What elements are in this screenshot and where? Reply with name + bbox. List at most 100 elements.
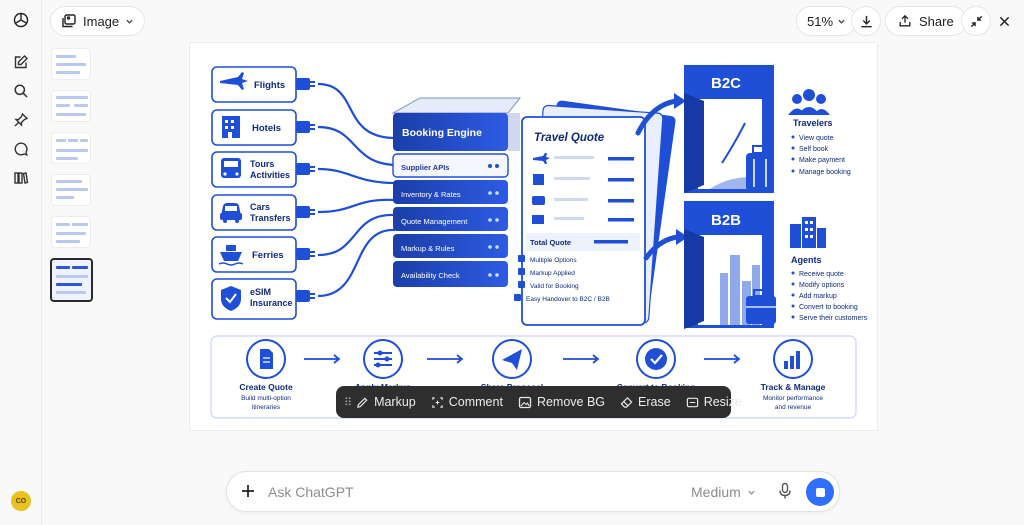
avatar[interactable]: CO	[11, 491, 31, 511]
close-button[interactable]	[989, 6, 1019, 36]
thumbnail-4[interactable]	[51, 174, 91, 206]
source-card-5: eSIM Insurance	[211, 278, 315, 320]
source-label-5b: Insurance	[250, 298, 293, 308]
thumbnail-1[interactable]	[51, 48, 91, 80]
share-label: Share	[919, 13, 954, 29]
quote-title: Travel Quote	[534, 132, 605, 144]
source-label-0: Flights	[254, 80, 285, 91]
resize-label: Resize	[703, 395, 742, 409]
comment-select-icon	[432, 396, 443, 408]
image-remove-icon	[518, 396, 532, 408]
erase-button[interactable]: Erase	[620, 395, 671, 409]
b2c-item-0: View quote	[799, 135, 834, 142]
chevron-down-icon	[838, 19, 845, 24]
b2b-portal: B2B	[684, 201, 776, 329]
b2c-title: Travelers	[793, 118, 833, 128]
erase-label: Erase	[638, 395, 671, 409]
microphone-icon[interactable]	[778, 482, 792, 500]
model-selector[interactable]: Medium	[691, 484, 756, 500]
b2c-label: B2C	[711, 75, 741, 92]
booking-engine-server: Booking Engine Supplier APIs Inventory &…	[391, 97, 522, 287]
quote-check-1: Markup Applied	[530, 270, 575, 277]
b2c-portal: B2C	[684, 65, 774, 193]
b2b-item-0: Receive quote	[799, 271, 844, 278]
chat-bubble-icon[interactable]	[11, 139, 31, 159]
workflow-step-4: Track & Manage Monitor performance and r…	[761, 339, 826, 411]
paper-plane-icon	[502, 349, 522, 370]
step-sub1-4: Monitor performance	[763, 395, 823, 402]
step-title-4: Track & Manage	[761, 382, 826, 392]
travelers-block: Travelers View quote Self book Make paym…	[788, 89, 851, 176]
agents-block: Agents Receive quote Modify options Add …	[790, 217, 868, 322]
engine-layer-2: Quote Management	[401, 217, 468, 226]
model-label: Medium	[691, 484, 741, 500]
share-button[interactable]: Share	[885, 6, 967, 36]
plus-icon[interactable]	[239, 482, 257, 500]
comment-button[interactable]: Comment	[431, 395, 503, 409]
stop-generation-button[interactable]	[806, 478, 834, 506]
thumbnail-2[interactable]	[51, 90, 91, 122]
pin-icon[interactable]	[11, 110, 31, 130]
bar-chart-icon	[784, 351, 800, 369]
shield-icon	[221, 286, 241, 311]
quote-total-label: Total Quote	[530, 238, 571, 247]
source-card-4: Ferries	[211, 236, 315, 273]
step-sub1-0: Build multi-option	[241, 395, 291, 402]
travel-quote-document: Travel Quote Total Quote Multiple Option…	[514, 100, 676, 326]
resize-button[interactable]: Resize	[686, 395, 742, 409]
engine-layer-0: Supplier APIs	[401, 163, 449, 172]
stop-icon	[815, 487, 825, 497]
quote-check-0: Multiple Options	[530, 257, 577, 264]
source-label-2: Tours	[250, 159, 274, 169]
eraser-icon	[620, 396, 633, 408]
prompt-input[interactable]: Ask ChatGPT	[268, 484, 354, 500]
b2b-item-1: Modify options	[799, 282, 845, 289]
prompt-composer: Ask ChatGPT Medium	[226, 471, 840, 512]
zoom-dropdown[interactable]: 51%	[796, 6, 858, 36]
share-icon	[899, 14, 911, 27]
quote-check-3: Easy Handover to B2C / B2B	[526, 296, 610, 303]
library-icon[interactable]	[11, 168, 31, 188]
source-card-0: Flights	[211, 66, 315, 103]
image-icon	[62, 14, 76, 28]
markup-button[interactable]: Markup	[356, 395, 416, 409]
pencil-icon	[357, 396, 368, 408]
openai-logo-icon[interactable]	[11, 10, 31, 30]
source-card-3: Cars Transfers	[211, 194, 315, 231]
step-title-0: Create Quote	[239, 382, 293, 392]
b2b-item-3: Convert to booking	[799, 304, 858, 311]
chevron-down-icon	[748, 490, 755, 495]
image-mode-label: Image	[83, 13, 120, 29]
thumbnail-5[interactable]	[51, 216, 91, 248]
search-icon[interactable]	[11, 81, 31, 101]
collapse-button[interactable]	[961, 6, 991, 36]
new-chat-icon[interactable]	[11, 52, 31, 72]
drag-handle-icon[interactable]: ⠿	[344, 396, 352, 409]
left-rail: CO	[0, 0, 42, 525]
workflow-step-0: Create Quote Build multi-option itinerar…	[239, 339, 293, 411]
download-icon	[860, 15, 872, 27]
download-button[interactable]	[851, 6, 881, 36]
b2b-item-2: Add markup	[799, 293, 837, 300]
check-circle-icon	[645, 348, 667, 370]
thumbnail-3[interactable]	[51, 132, 91, 164]
ship-icon	[218, 245, 244, 266]
plane-icon	[220, 72, 248, 90]
chevron-down-icon	[126, 19, 133, 24]
thumbnail-6-selected[interactable]	[50, 258, 93, 302]
connection-cables	[317, 82, 396, 298]
image-canvas[interactable]: Flights Hotels Tours Activities Cars Tra…	[190, 43, 877, 430]
step-sub2-0: itineraries	[252, 404, 281, 411]
source-label-3b: Transfers	[250, 213, 291, 223]
source-label-3: Cars	[250, 202, 270, 212]
image-mode-button[interactable]: Image	[50, 6, 146, 36]
resize-icon	[686, 397, 698, 407]
b2c-item-2: Make payment	[799, 157, 845, 164]
b2b-label: B2B	[711, 212, 741, 229]
source-label-1: Hotels	[252, 123, 281, 134]
zoom-level: 51%	[807, 13, 834, 29]
b2b-title: Agents	[791, 255, 822, 265]
engine-layer-4: Availability Check	[401, 271, 460, 280]
remove-bg-button[interactable]: Remove BG	[518, 395, 605, 409]
bus-icon	[221, 158, 241, 178]
